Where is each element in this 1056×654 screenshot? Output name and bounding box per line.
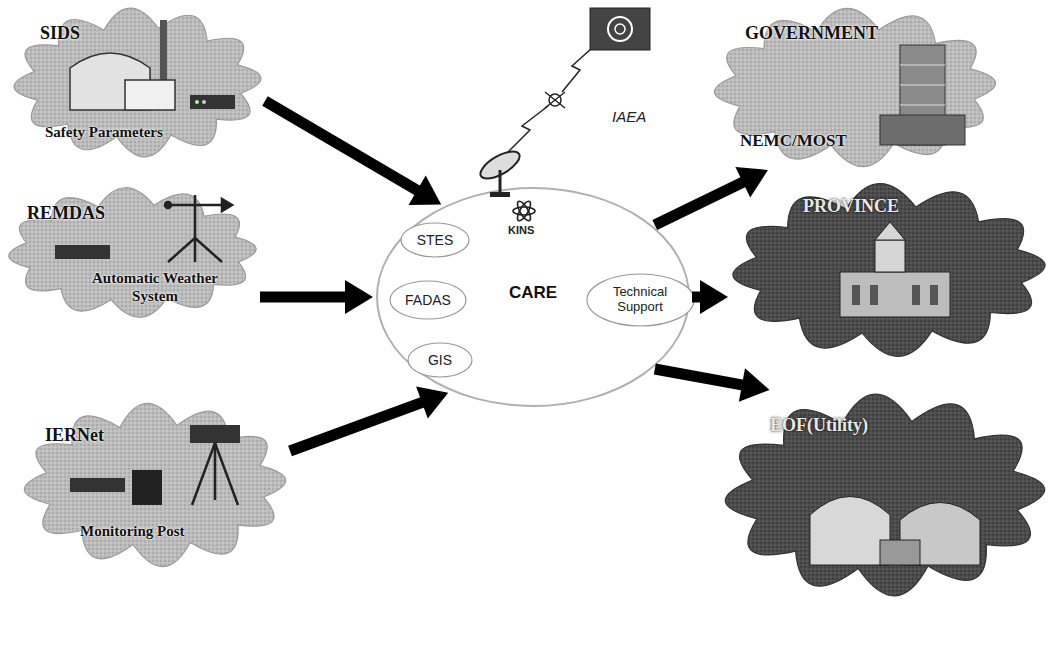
text-holder: Monitoring Post: [80, 522, 185, 540]
organization-label: IAEA: [612, 108, 646, 125]
satellite-link: [476, 8, 650, 197]
source-cloud: SIDS Safety Parameters: [10, 5, 265, 160]
flow-arrow: [655, 167, 768, 225]
text-holder: IERNet: [45, 425, 104, 446]
arrow-shaft: [260, 292, 349, 303]
flow-arrow: [265, 101, 441, 205]
arrow-shaft: [290, 401, 426, 451]
arrow-head: [739, 368, 770, 402]
kins-logo: [513, 199, 535, 222]
text-holder: Safety Parameters: [45, 123, 163, 141]
arrow-head: [700, 280, 728, 314]
ellipse-shape: [587, 274, 694, 326]
node-title: GOVERNMENT: [745, 23, 878, 43]
recipient-cloud: PROVINCE: [728, 180, 1050, 360]
recipient-cloud: EOF(Utility): [720, 390, 1050, 600]
arrow-shaft: [655, 369, 746, 386]
node-subtitle: Safety Parameters: [45, 124, 163, 140]
recipient-cloud: GOVERNMENT NEMC/MOST: [710, 5, 1000, 170]
node-title: SIDS: [40, 23, 80, 43]
text-holder: PROVINCE: [803, 196, 899, 217]
label-holder: IAEA: [612, 108, 646, 126]
government-building: [880, 45, 965, 145]
cloud-shape: [24, 403, 285, 566]
source-cloud: IERNetMonitoring Post: [20, 400, 290, 570]
cloud-shape: [714, 8, 995, 166]
monitoring-post-illustration: [70, 425, 240, 505]
module-ellipse: Technical Support: [586, 273, 695, 327]
source-cloud: REMDAS Automatic Weather System: [5, 185, 260, 320]
node-title: GIS: [428, 352, 452, 368]
text-holder: EOF(Utility): [770, 415, 868, 436]
text-holder: REMDAS: [27, 203, 105, 224]
ellipse-shape: [390, 281, 466, 319]
reactor-illustration: [70, 20, 235, 110]
module-ellipse: STES: [400, 222, 470, 258]
node-title: STES: [417, 232, 454, 248]
flow-arrow: [290, 387, 448, 452]
center-circle: CARE STES FADAS GIS Technical Support: [376, 187, 690, 407]
text-holder: NEMC/MOST: [740, 131, 847, 151]
node-title: EOF(Utility): [770, 415, 868, 435]
power-plant: [810, 497, 980, 566]
module-ellipse: FADAS: [389, 280, 467, 320]
arrow-shaft: [265, 101, 421, 192]
label-holder: KINS: [508, 220, 534, 238]
node-title: FADAS: [405, 292, 451, 308]
arrow-head: [416, 387, 448, 419]
arrow-shaft: [655, 181, 747, 226]
node-title: Technical Support: [603, 285, 677, 315]
node-title: CARE: [509, 283, 557, 302]
cloud-shape: [14, 8, 261, 157]
text-holder: Automatic Weather System: [75, 269, 235, 306]
ellipse-shape: [401, 223, 469, 257]
module-ellipse: GIS: [407, 342, 473, 378]
logo-text: KINS: [508, 224, 534, 236]
province-hall: [840, 222, 950, 317]
circle-shape: [377, 188, 689, 406]
flow-arrow: [692, 280, 728, 314]
ellipse-shape: [408, 343, 472, 377]
node-subtitle: NEMC/MOST: [740, 131, 847, 150]
node-subtitle: Automatic Weather System: [92, 270, 218, 304]
weather-station-illustration: [55, 195, 232, 262]
flow-arrow: [260, 280, 373, 314]
node-outline: [720, 390, 1050, 600]
cloud-shape: [9, 188, 256, 318]
cloud-shape: [725, 394, 1044, 596]
node-subtitle: Monitoring Post: [80, 523, 185, 539]
text-holder: SIDS: [40, 23, 80, 44]
arrow-head: [409, 176, 442, 205]
arrow-shaft: [692, 292, 704, 303]
node-title: REMDAS: [27, 203, 105, 223]
arrow-head: [735, 167, 768, 198]
text-holder: GOVERNMENT: [745, 23, 878, 44]
flow-arrow: [655, 368, 770, 402]
cloud-shape: [733, 184, 1045, 357]
node-title: IERNet: [45, 425, 104, 445]
arrow-head: [345, 280, 373, 314]
node-title: PROVINCE: [803, 196, 899, 216]
